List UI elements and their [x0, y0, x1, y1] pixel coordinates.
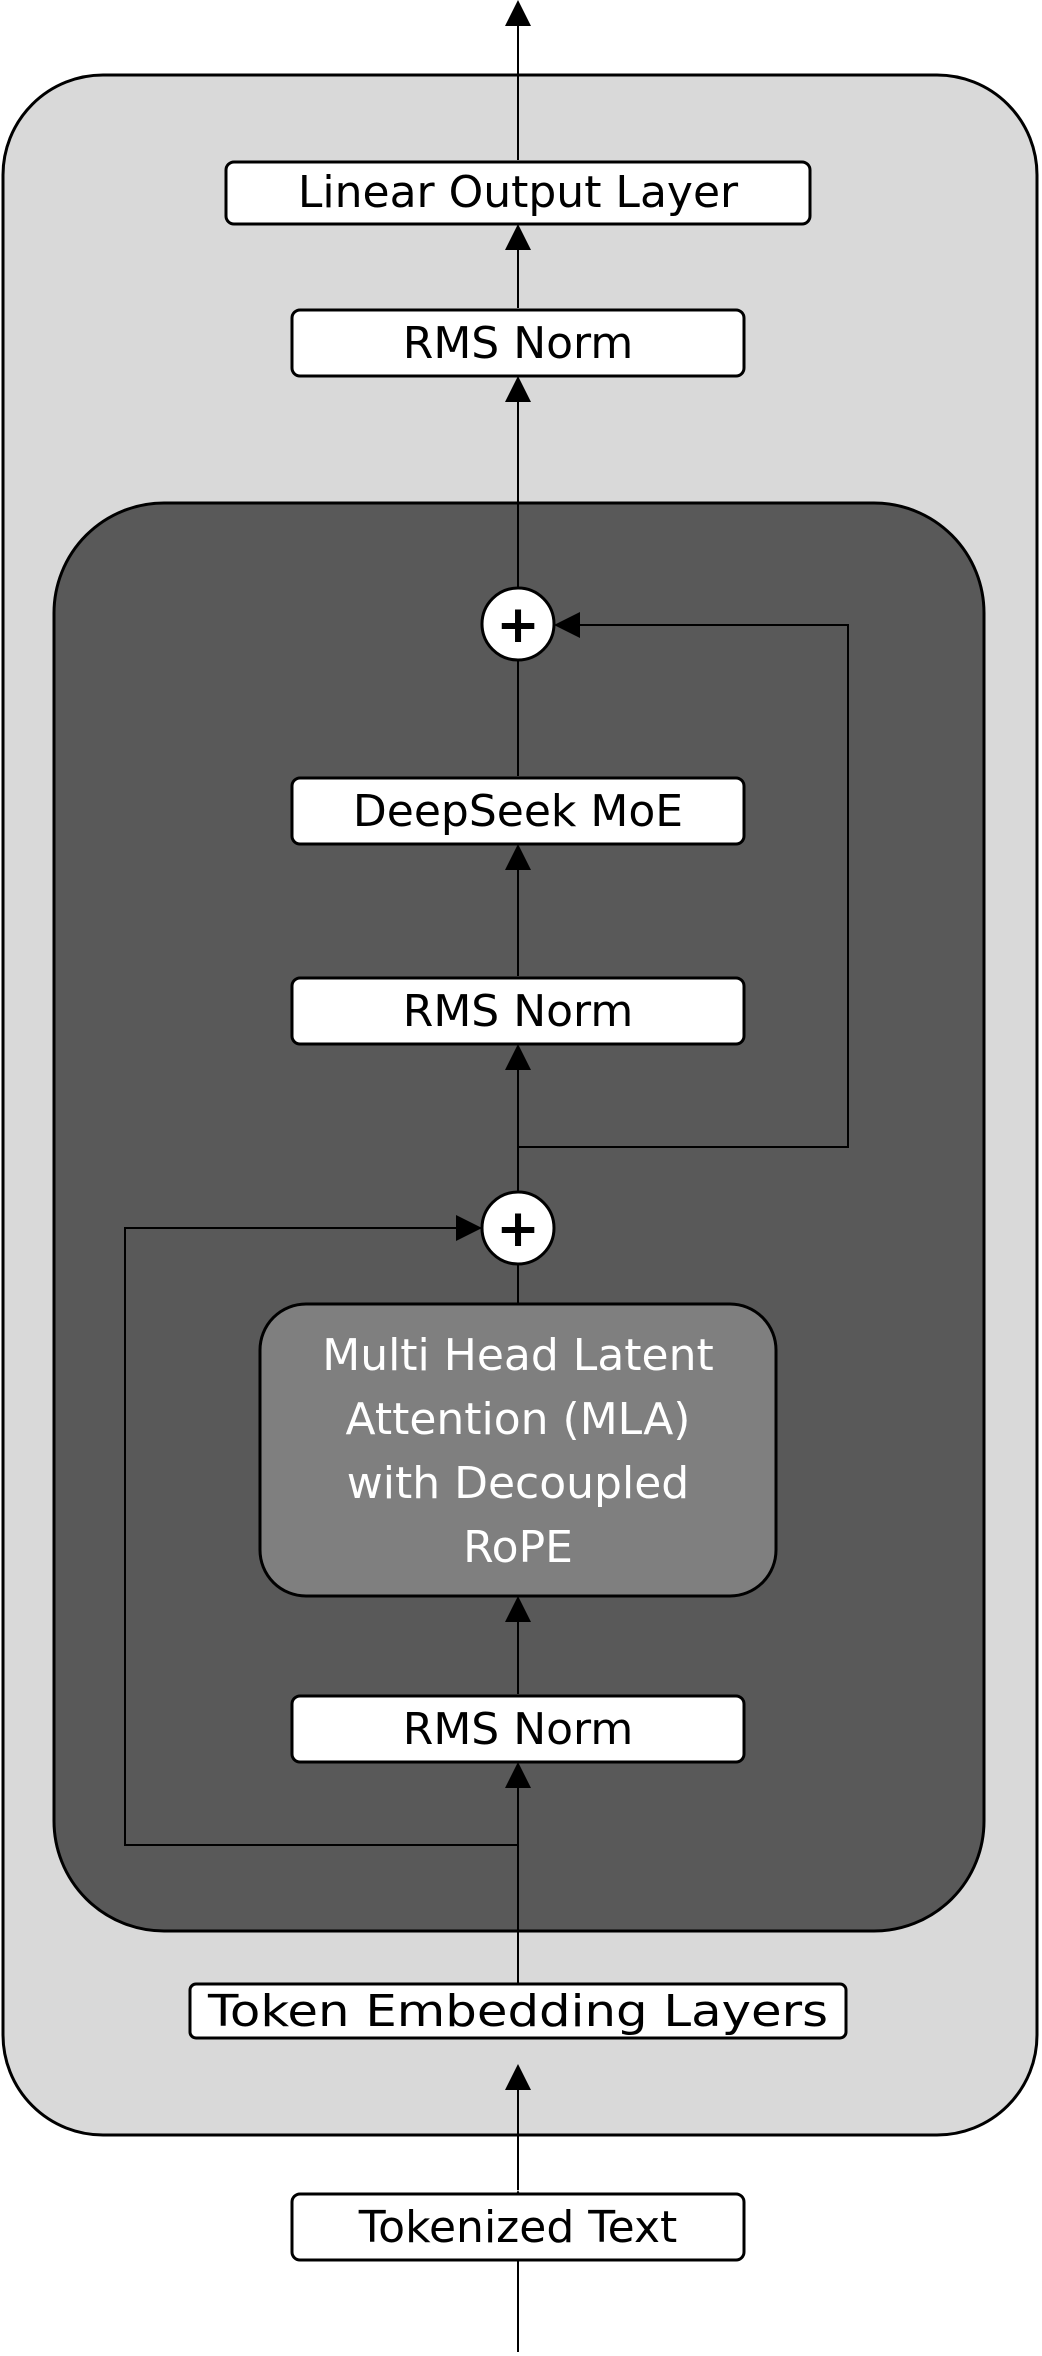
plus-circle-icon	[480, 586, 556, 662]
token-embedding-layers-label: Token Embedding Layers	[207, 1986, 828, 2037]
token-embedding-layers-box: Token Embedding Layers	[188, 1982, 848, 2040]
deepseek-moe-box: DeepSeek MoE	[290, 776, 746, 846]
plus-sign-attention: +	[496, 1199, 540, 1259]
tokenized-text-label: Tokenized Text	[358, 2202, 677, 2253]
rms-norm-attention-box: RMS Norm	[290, 1694, 746, 1764]
rms-norm-ffn-label: RMS Norm	[403, 986, 633, 1037]
plus-sign-moe: +	[496, 595, 540, 655]
watermark-text: 掘金技术社区 @ 数据智能老司机	[659, 2308, 1010, 2336]
rms-norm-final-label: RMS Norm	[403, 318, 633, 369]
mla-label-line-4: RoPE	[463, 1522, 573, 1573]
linear-output-layer-label: Linear Output Layer	[298, 167, 739, 218]
residual-connection-moe	[518, 612, 849, 1148]
rms-norm-final-box: RMS Norm	[290, 308, 746, 378]
tokenized-text-box: Tokenized Text	[290, 2192, 746, 2262]
rms-norm-ffn-box: RMS Norm	[290, 976, 746, 1046]
linear-output-layer-box: Linear Output Layer	[224, 160, 812, 226]
plus-circle-icon	[480, 1190, 556, 1266]
deepseek-moe-label: DeepSeek MoE	[353, 786, 683, 837]
residual-connection-attention	[124, 1215, 518, 1846]
mla-attention-box: Multi Head Latent Attention (MLA) with D…	[258, 1302, 778, 1598]
rms-norm-attention-label: RMS Norm	[403, 1704, 633, 1755]
residual-add-moe: +	[480, 586, 556, 662]
mla-label-line-2: Attention (MLA)	[346, 1394, 691, 1445]
residual-add-attention: +	[480, 1190, 556, 1266]
mla-label-line-3: with Decoupled	[347, 1458, 689, 1509]
mla-label-line-1: Multi Head Latent	[322, 1330, 714, 1381]
